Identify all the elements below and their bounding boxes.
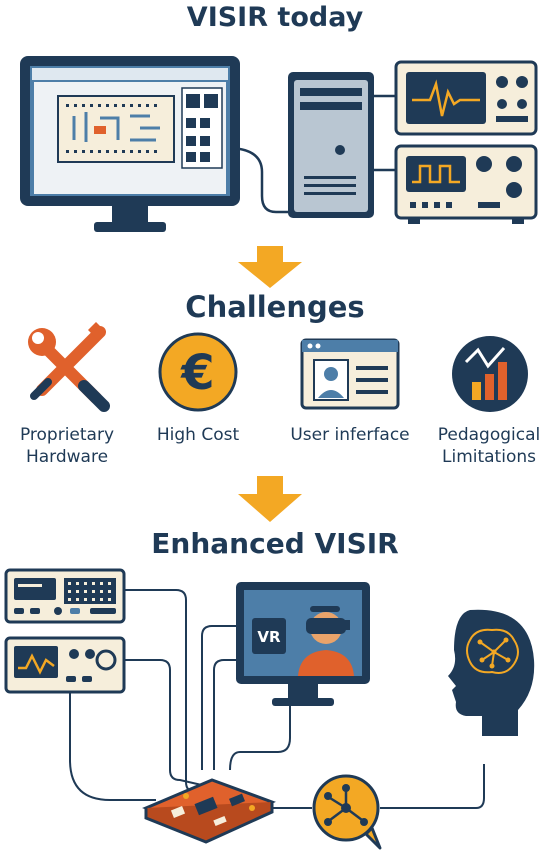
function-generator-icon-2 bbox=[4, 636, 126, 694]
challenge-label-user-interface: User inferface bbox=[290, 425, 410, 445]
server-tower-icon bbox=[288, 72, 374, 218]
challenge-label-high-cost: High Cost bbox=[156, 425, 240, 445]
cable bbox=[231, 146, 290, 214]
oscilloscope-icon-2 bbox=[4, 568, 126, 624]
user-interface-icon bbox=[300, 338, 400, 410]
oscilloscope-icon bbox=[394, 60, 538, 136]
svg-text:€: € bbox=[180, 345, 214, 401]
chart-icon bbox=[452, 336, 528, 412]
down-arrow-2 bbox=[238, 476, 302, 522]
vr-label: VR bbox=[257, 628, 281, 646]
vr-monitor-icon: VR bbox=[236, 582, 370, 706]
title-challenges: Challenges bbox=[185, 290, 365, 324]
function-generator-icon bbox=[394, 144, 538, 224]
title-visir-today: VISIR today bbox=[186, 2, 364, 33]
down-arrow-1 bbox=[238, 246, 302, 288]
ai-head-icon bbox=[448, 609, 535, 736]
desktop-monitor-icon bbox=[20, 56, 240, 232]
euro-icon: € bbox=[158, 332, 238, 412]
network-chat-icon bbox=[312, 774, 382, 850]
title-enhanced-visir: Enhanced VISIR bbox=[151, 527, 399, 560]
circuit-board-icon bbox=[142, 778, 276, 844]
tools-icon bbox=[28, 322, 110, 412]
